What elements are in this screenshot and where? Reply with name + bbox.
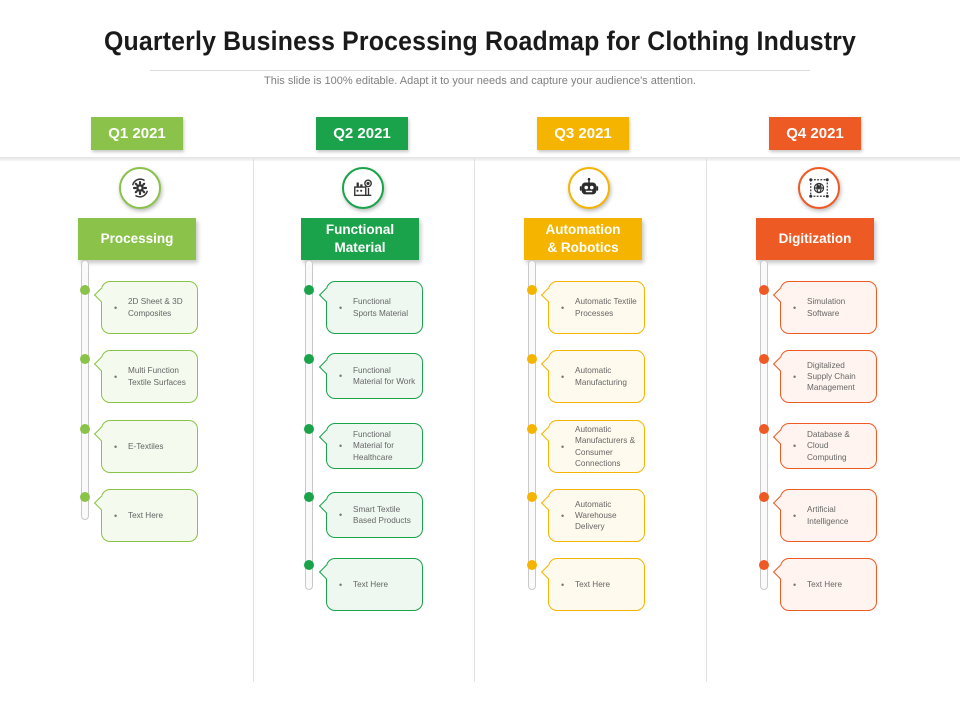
card-text: Text Here [128,510,164,520]
column-divider [474,158,475,682]
category-label-digitization: Digitization [756,218,874,260]
roadmap-card: • Multi Function Textile Surfaces [101,350,198,403]
roadmap-card: • Smart Textile Based Products [326,492,423,538]
timeline-dot [759,424,769,434]
digital-globe-icon [798,167,840,209]
roadmap-card: • Database & Cloud Computing [780,423,877,469]
bullet-icon: • [114,510,118,521]
timeline-dot [527,424,537,434]
bullet-icon: • [114,441,118,452]
robot-icon [568,167,610,209]
roadmap-card: • Functional Material for Healthcare [326,423,423,469]
roadmap-card: • Text Here [101,489,198,542]
card-text: Functional Material for Work [353,365,416,386]
quarter-label-q4: Q4 2021 [769,117,861,150]
timeline-dot [759,492,769,502]
card-text: Multi Function Textile Surfaces [128,366,186,387]
roadmap-card: • Functional Material for Work [326,353,423,399]
bullet-icon: • [561,579,565,590]
category-label-functional-material: Functional Material [301,218,419,260]
card-text: Digitalized Supply Chain Management [807,360,856,393]
bullet-icon: • [561,441,565,452]
column-divider [253,158,254,682]
category-label-processing: Processing [78,218,196,260]
column-divider [706,158,707,682]
slide-subtitle: This slide is 100% editable. Adapt it to… [264,75,696,87]
roadmap-card: • Text Here [326,558,423,611]
timeline-rail [81,260,89,520]
category-label-automation-robotics: Automation & Robotics [524,218,642,260]
timeline-dot [80,354,90,364]
card-text: Automatic Textile Processes [575,297,637,318]
card-text: Automatic Manufacturers & Consumer Conne… [575,425,636,468]
timeline-dot [759,354,769,364]
bullet-icon: • [114,302,118,313]
card-text: Text Here [807,579,843,589]
timeline-dot [759,285,769,295]
timeline-dot [304,354,314,364]
roadmap-card: • 2D Sheet & 3D Composites [101,281,198,334]
bullet-icon: • [561,302,565,313]
roadmap-card: • Artificial Intelligence [780,489,877,542]
factory-gear-icon [342,167,384,209]
card-text: E-Textiles [128,441,164,451]
card-text: Text Here [353,579,389,589]
card-text: Artificial Intelligence [807,505,849,526]
bullet-icon: • [339,302,343,313]
quarter-label-q2: Q2 2021 [316,117,408,150]
roadmap-card: • E-Textiles [101,420,198,473]
bullet-icon: • [793,440,797,451]
timeline-dot [304,492,314,502]
roadmap-card: • Text Here [548,558,645,611]
card-text: Simulation Software [807,297,846,318]
card-text: Automatic Warehouse Delivery [575,499,617,532]
title-divider [150,70,810,71]
bullet-icon: • [339,509,343,520]
roadmap-card: • Automatic Warehouse Delivery [548,489,645,542]
roadmap-card: • Automatic Textile Processes [548,281,645,334]
card-text: Smart Textile Based Products [353,504,411,525]
bullet-icon: • [339,579,343,590]
roadmap-card: • Functional Sports Material [326,281,423,334]
timeline-dot [759,560,769,570]
timeline-dot [304,285,314,295]
timeline-dot [527,354,537,364]
timeline-dot [80,424,90,434]
bullet-icon: • [114,371,118,382]
card-text: 2D Sheet & 3D Composites [128,297,183,318]
card-text: Text Here [575,579,611,589]
bullet-icon: • [793,579,797,590]
roadmap-card: • Text Here [780,558,877,611]
bullet-icon: • [793,371,797,382]
timeline-dot [527,285,537,295]
card-text: Automatic Manufacturing [575,366,627,387]
timeline-dot [527,492,537,502]
gear-cycle-icon [119,167,161,209]
roadmap-card: • Automatic Manufacturers & Consumer Conn… [548,420,645,473]
timeline-dot [80,492,90,502]
timeline-dot [527,560,537,570]
bullet-icon: • [561,371,565,382]
card-text: Database & Cloud Computing [807,430,850,462]
bullet-icon: • [339,370,343,381]
bullet-icon: • [561,510,565,521]
slide-title: Quarterly Business Processing Roadmap fo… [103,26,857,56]
roadmap-card: • Simulation Software [780,281,877,334]
quarter-label-q1: Q1 2021 [91,117,183,150]
timeline-dot [304,424,314,434]
bullet-icon: • [793,510,797,521]
card-text: Functional Material for Healthcare [353,430,394,462]
roadmap-card: • Automatic Manufacturing [548,350,645,403]
roadmap-card: • Digitalized Supply Chain Management [780,350,877,403]
timeline-dot [80,285,90,295]
card-text: Functional Sports Material [353,297,409,318]
quarter-label-q3: Q3 2021 [537,117,629,150]
bullet-icon: • [339,440,343,451]
timeline-dot [304,560,314,570]
header-band [0,157,960,161]
bullet-icon: • [793,302,797,313]
